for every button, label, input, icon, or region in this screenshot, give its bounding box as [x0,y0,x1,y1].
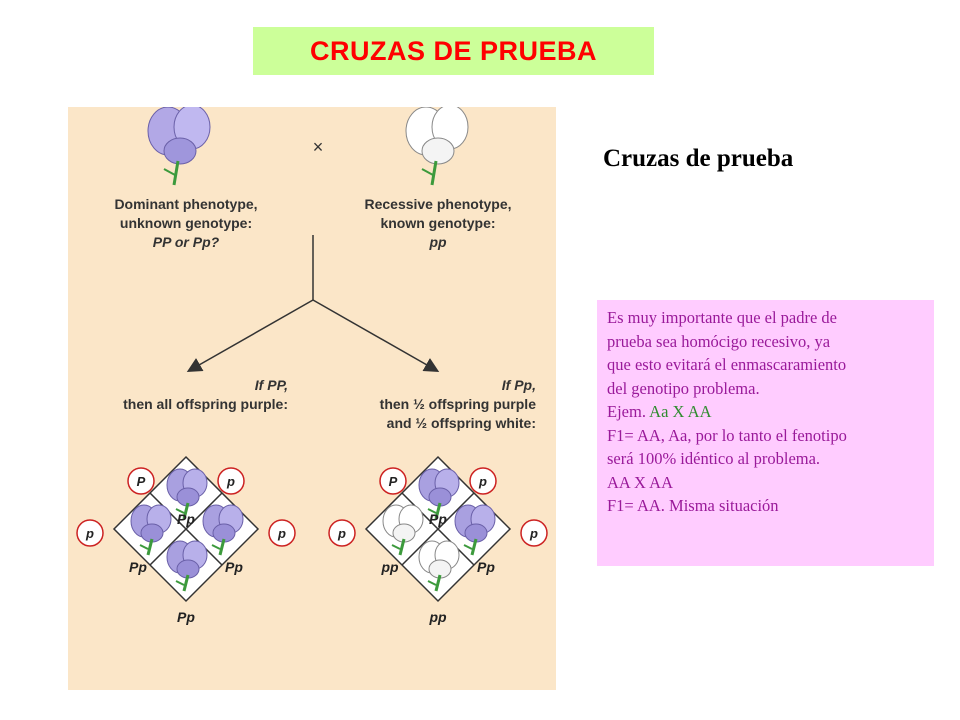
section-heading: Cruzas de prueba [603,145,794,172]
left-outcome-line-1: If PP, [255,377,288,393]
test-cross-diagram: × Dominant phenotype, unknown genotype: … [76,107,548,625]
left-outcome-line-2: then all offspring purple: [123,396,288,412]
note-line-4: del genotipo problema. [607,378,760,398]
right-cell-top-label: Pp [429,511,447,527]
note-line-3: que esto evitará el enmascaramiento [607,355,847,374]
right-outcome-line-2: then ½ offspring purple [380,396,537,412]
explanation-note: Es muy importante que el padre de prueba… [597,300,934,566]
right-parent-line-2: known genotype: [380,215,495,231]
right-side-gamete-1: p [337,526,346,541]
right-cell-left-label: pp [380,559,399,575]
example-2-cross: AA X AA [607,472,674,492]
note-line-1: Es muy importante que el padre de [607,308,838,327]
left-top-gamete-2: p [226,474,235,489]
example-1-result-line-2: será 100% idéntico al problema. [607,449,821,468]
right-cell-bottom-label: pp [428,609,447,625]
left-parent-line-1: Dominant phenotype, [114,196,257,212]
example-1-result-line-1: F1= AA, Aa, por lo tanto el fenotipo [607,425,847,445]
right-parent-line-1: Recessive phenotype, [364,196,511,212]
left-top-gamete-1: P [137,474,146,489]
note-line-2: prueba sea homócigo recesivo, ya [607,331,831,351]
title-banner: CRUZAS DE PRUEBA [253,27,654,75]
left-cell-bottom-label: Pp [177,609,195,625]
left-cell-top-label: Pp [177,511,195,527]
right-branch-arrow [312,299,440,372]
left-cell-left-label: Pp [129,559,147,575]
left-side-gamete-1: p [85,526,94,541]
right-punnett-square: Pp pp Pp pp P p p p [328,455,548,625]
right-cell-right-label: Pp [477,559,495,575]
example-2-result: F1= AA. Misma situación [607,496,779,515]
example-1-cross: Aa X AA [649,402,712,421]
right-outcome-line-3: and ½ offspring white: [387,415,536,431]
page-title: CRUZAS DE PRUEBA [309,35,598,66]
right-outcome-line-1: If Pp, [502,377,536,393]
right-top-gamete-1: P [389,474,398,489]
right-side-gamete-2: p [529,526,538,541]
left-punnett-square: Pp Pp Pp Pp P p p p [76,455,296,625]
left-parent-line-3: PP or Pp? [153,234,220,250]
test-cross-figure: × Dominant phenotype, unknown genotype: … [68,107,556,690]
right-top-gamete-2: p [478,474,487,489]
left-cell-right-label: Pp [225,559,243,575]
dominant-parent-flower [146,107,212,187]
right-parent-line-3: pp [428,234,447,250]
left-side-gamete-2: p [277,526,286,541]
recessive-parent-flower [404,107,470,187]
example-1-prefix: Ejem. [607,402,650,421]
example-1-line: Ejem. Aa X AA [607,400,926,424]
left-parent-line-2: unknown genotype: [120,215,252,231]
cross-symbol: × [313,137,324,157]
left-branch-arrow [186,299,314,372]
